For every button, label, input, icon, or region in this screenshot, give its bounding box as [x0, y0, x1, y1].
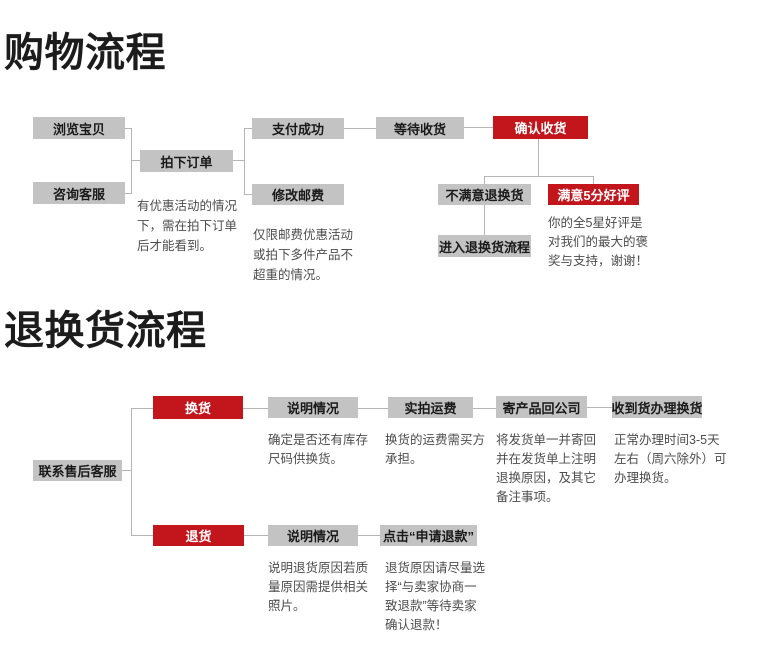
- note-modify-postage: 仅限邮费优惠活动 或拍下多件产品不 超重的情况。: [253, 225, 353, 285]
- connector-line: [125, 193, 132, 194]
- note-line: 照片。: [268, 599, 306, 613]
- connector-line: [538, 139, 539, 176]
- note-line: 确定是否还有库存: [268, 433, 369, 447]
- node-enter-return-flow: 进入退换货流程: [438, 235, 531, 257]
- connector-line: [473, 408, 496, 409]
- node-modify-postage: 修改邮费: [252, 184, 344, 205]
- note-line: 超重的情况。: [253, 268, 329, 282]
- note-explain-exchange: 确定是否还有库存 尺码供换货。: [268, 431, 368, 469]
- note-line: 仅限邮费优惠活动: [253, 228, 354, 242]
- connector-line: [593, 176, 594, 184]
- connector-line: [358, 408, 388, 409]
- note-send-back: 将发货单一并寄回 并在发货单上注明 退换原因，及其它 备注事项。: [496, 431, 596, 507]
- note-line: 确认退款！: [385, 618, 448, 632]
- connector-line: [587, 407, 612, 408]
- node-payment-success: 支付成功: [252, 118, 344, 139]
- note-click-apply-refund: 退货原因请尽量选 择“与卖家协商一 致退款”等待卖家 确认退款！: [385, 559, 485, 635]
- returns-flow-title: 退换货流程: [4, 309, 207, 353]
- note-place-order: 有优惠活动的情况 下，需在拍下订单 后才能看到。: [137, 196, 237, 256]
- connector-line: [484, 205, 485, 235]
- note-line: 下，需在拍下订单: [137, 219, 238, 233]
- note-line: 换货的运费需买方: [385, 433, 486, 447]
- shopping-flow-title: 购物流程: [4, 31, 166, 75]
- connector-line: [131, 408, 132, 536]
- note-line: 致退款”等待卖家: [385, 599, 477, 613]
- connector-line: [131, 160, 140, 161]
- node-satisfied-rating: 满意5分好评: [548, 184, 639, 205]
- node-refund: 退货: [153, 525, 244, 546]
- connector-line: [484, 176, 485, 184]
- node-contact-aftersales: 联系售后客服: [33, 460, 122, 481]
- note-line: 办理换货。: [614, 471, 677, 485]
- note-line: 将发货单一并寄回: [496, 433, 597, 447]
- note-line: 或拍下多件产品不: [253, 248, 354, 262]
- node-receive-handle-exchange: 收到货办理换货: [612, 396, 703, 418]
- note-explain-refund: 说明退货原因若质 量原因需提供相关 照片。: [268, 559, 368, 616]
- connector-line: [244, 128, 252, 129]
- note-line: 正常办理时间3-5天: [614, 433, 720, 447]
- connector-line: [131, 128, 132, 194]
- node-place-order: 拍下订单: [140, 150, 233, 172]
- note-line: 退换原因，及其它: [496, 471, 597, 485]
- note-line: 择“与卖家协商一: [385, 580, 477, 594]
- node-consult-service: 咨询客服: [33, 182, 125, 204]
- note-line: 你的全5星好评是: [548, 216, 643, 230]
- note-line: 奖与支持，谢谢！: [548, 254, 649, 268]
- note-line: 退货原因请尽量选: [385, 561, 486, 575]
- note-line: 并在发货单上注明: [496, 452, 597, 466]
- node-confirm-receipt: 确认收货: [493, 116, 588, 139]
- connector-line: [244, 128, 245, 195]
- node-unsatisfied-return: 不满意退换货: [438, 184, 531, 205]
- connector-line: [131, 535, 153, 536]
- note-five-star-praise: 你的全5星好评是 对我们的最大的褒 奖与支持，谢谢！: [548, 214, 648, 271]
- node-click-apply-refund: 点击“申请退款”: [380, 525, 477, 546]
- note-line: 对我们的最大的褒: [548, 235, 649, 249]
- node-explain-exchange: 说明情况: [268, 397, 358, 418]
- node-send-back: 寄产品回公司: [496, 396, 587, 418]
- node-exchange: 换货: [153, 396, 243, 419]
- connector-line: [244, 535, 268, 536]
- node-explain-refund: 说明情况: [268, 525, 358, 546]
- note-line: 承担。: [385, 452, 423, 466]
- node-wait-delivery: 等待收货: [376, 117, 464, 139]
- connector-line: [131, 408, 153, 409]
- note-line: 左右（周六除外）可: [614, 452, 727, 466]
- note-line: 说明退货原因若质: [268, 561, 369, 575]
- note-line: 有优惠活动的情况: [137, 199, 238, 213]
- note-line: 尺码供换货。: [268, 452, 344, 466]
- connector-line: [243, 408, 268, 409]
- note-line: 量原因需提供相关: [268, 580, 369, 594]
- connector-line: [233, 160, 244, 161]
- connector-line: [358, 535, 380, 536]
- connector-line: [125, 128, 132, 129]
- note-line: 后才能看到。: [137, 239, 213, 253]
- connector-line: [344, 128, 376, 129]
- connector-line: [484, 176, 594, 177]
- node-shipping-fee: 实拍运费: [388, 397, 473, 418]
- note-receive-handle: 正常办理时间3-5天 左右（周六除外）可 办理换货。: [614, 431, 727, 488]
- note-line: 备注事项。: [496, 490, 559, 504]
- note-shipping-fee: 换货的运费需买方 承担。: [385, 431, 485, 469]
- connector-line: [244, 194, 252, 195]
- connector-line: [122, 470, 131, 471]
- connector-line: [464, 127, 493, 128]
- node-browse-items: 浏览宝贝: [33, 117, 125, 139]
